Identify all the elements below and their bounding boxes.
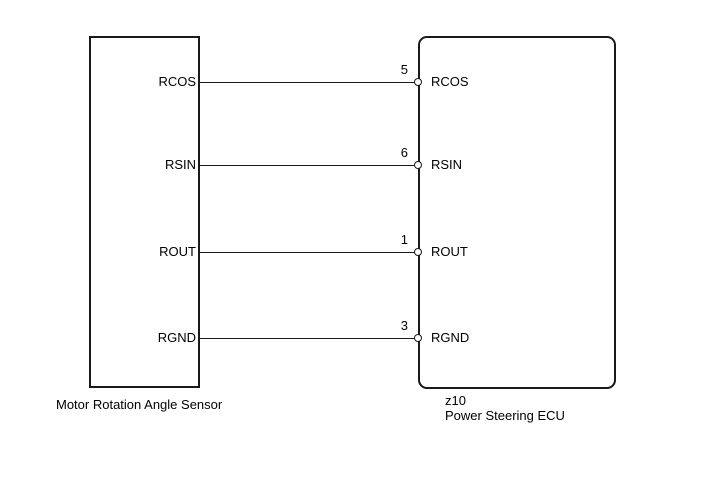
ecu-caption: z10 Power Steering ECU: [445, 393, 565, 423]
sensor-signal-label-rcos: RCOS: [158, 74, 196, 89]
pin-number-rcos: 5: [400, 62, 408, 77]
sensor-box: [89, 36, 200, 388]
wire-rsin: [200, 165, 415, 166]
ecu-signal-label-rcos: RCOS: [431, 74, 469, 89]
terminal-circle-rgnd: [414, 334, 422, 342]
sensor-signal-label-rout: ROUT: [159, 244, 196, 259]
pin-number-rsin: 6: [400, 145, 408, 160]
ecu-signal-label-rsin: RSIN: [431, 157, 463, 172]
terminal-circle-rcos: [414, 78, 422, 86]
ecu-signal-label-rout: ROUT: [431, 244, 468, 259]
ecu-signal-label-rgnd: RGND: [431, 330, 470, 345]
wire-rgnd: [200, 338, 415, 339]
sensor-signal-label-rsin: RSIN: [164, 157, 196, 172]
sensor-caption: Motor Rotation Angle Sensor: [56, 397, 223, 412]
terminal-circle-rout: [414, 248, 422, 256]
ecu-connector-code: z10: [445, 393, 466, 408]
pin-number-rout: 1: [400, 232, 408, 247]
ecu-box: [418, 36, 616, 389]
ecu-name: Power Steering ECU: [445, 408, 565, 423]
wire-rout: [200, 252, 415, 253]
terminal-circle-rsin: [414, 161, 422, 169]
pin-number-rgnd: 3: [400, 318, 408, 333]
sensor-signal-label-rgnd: RGND: [157, 330, 196, 345]
wire-rcos: [200, 82, 415, 83]
